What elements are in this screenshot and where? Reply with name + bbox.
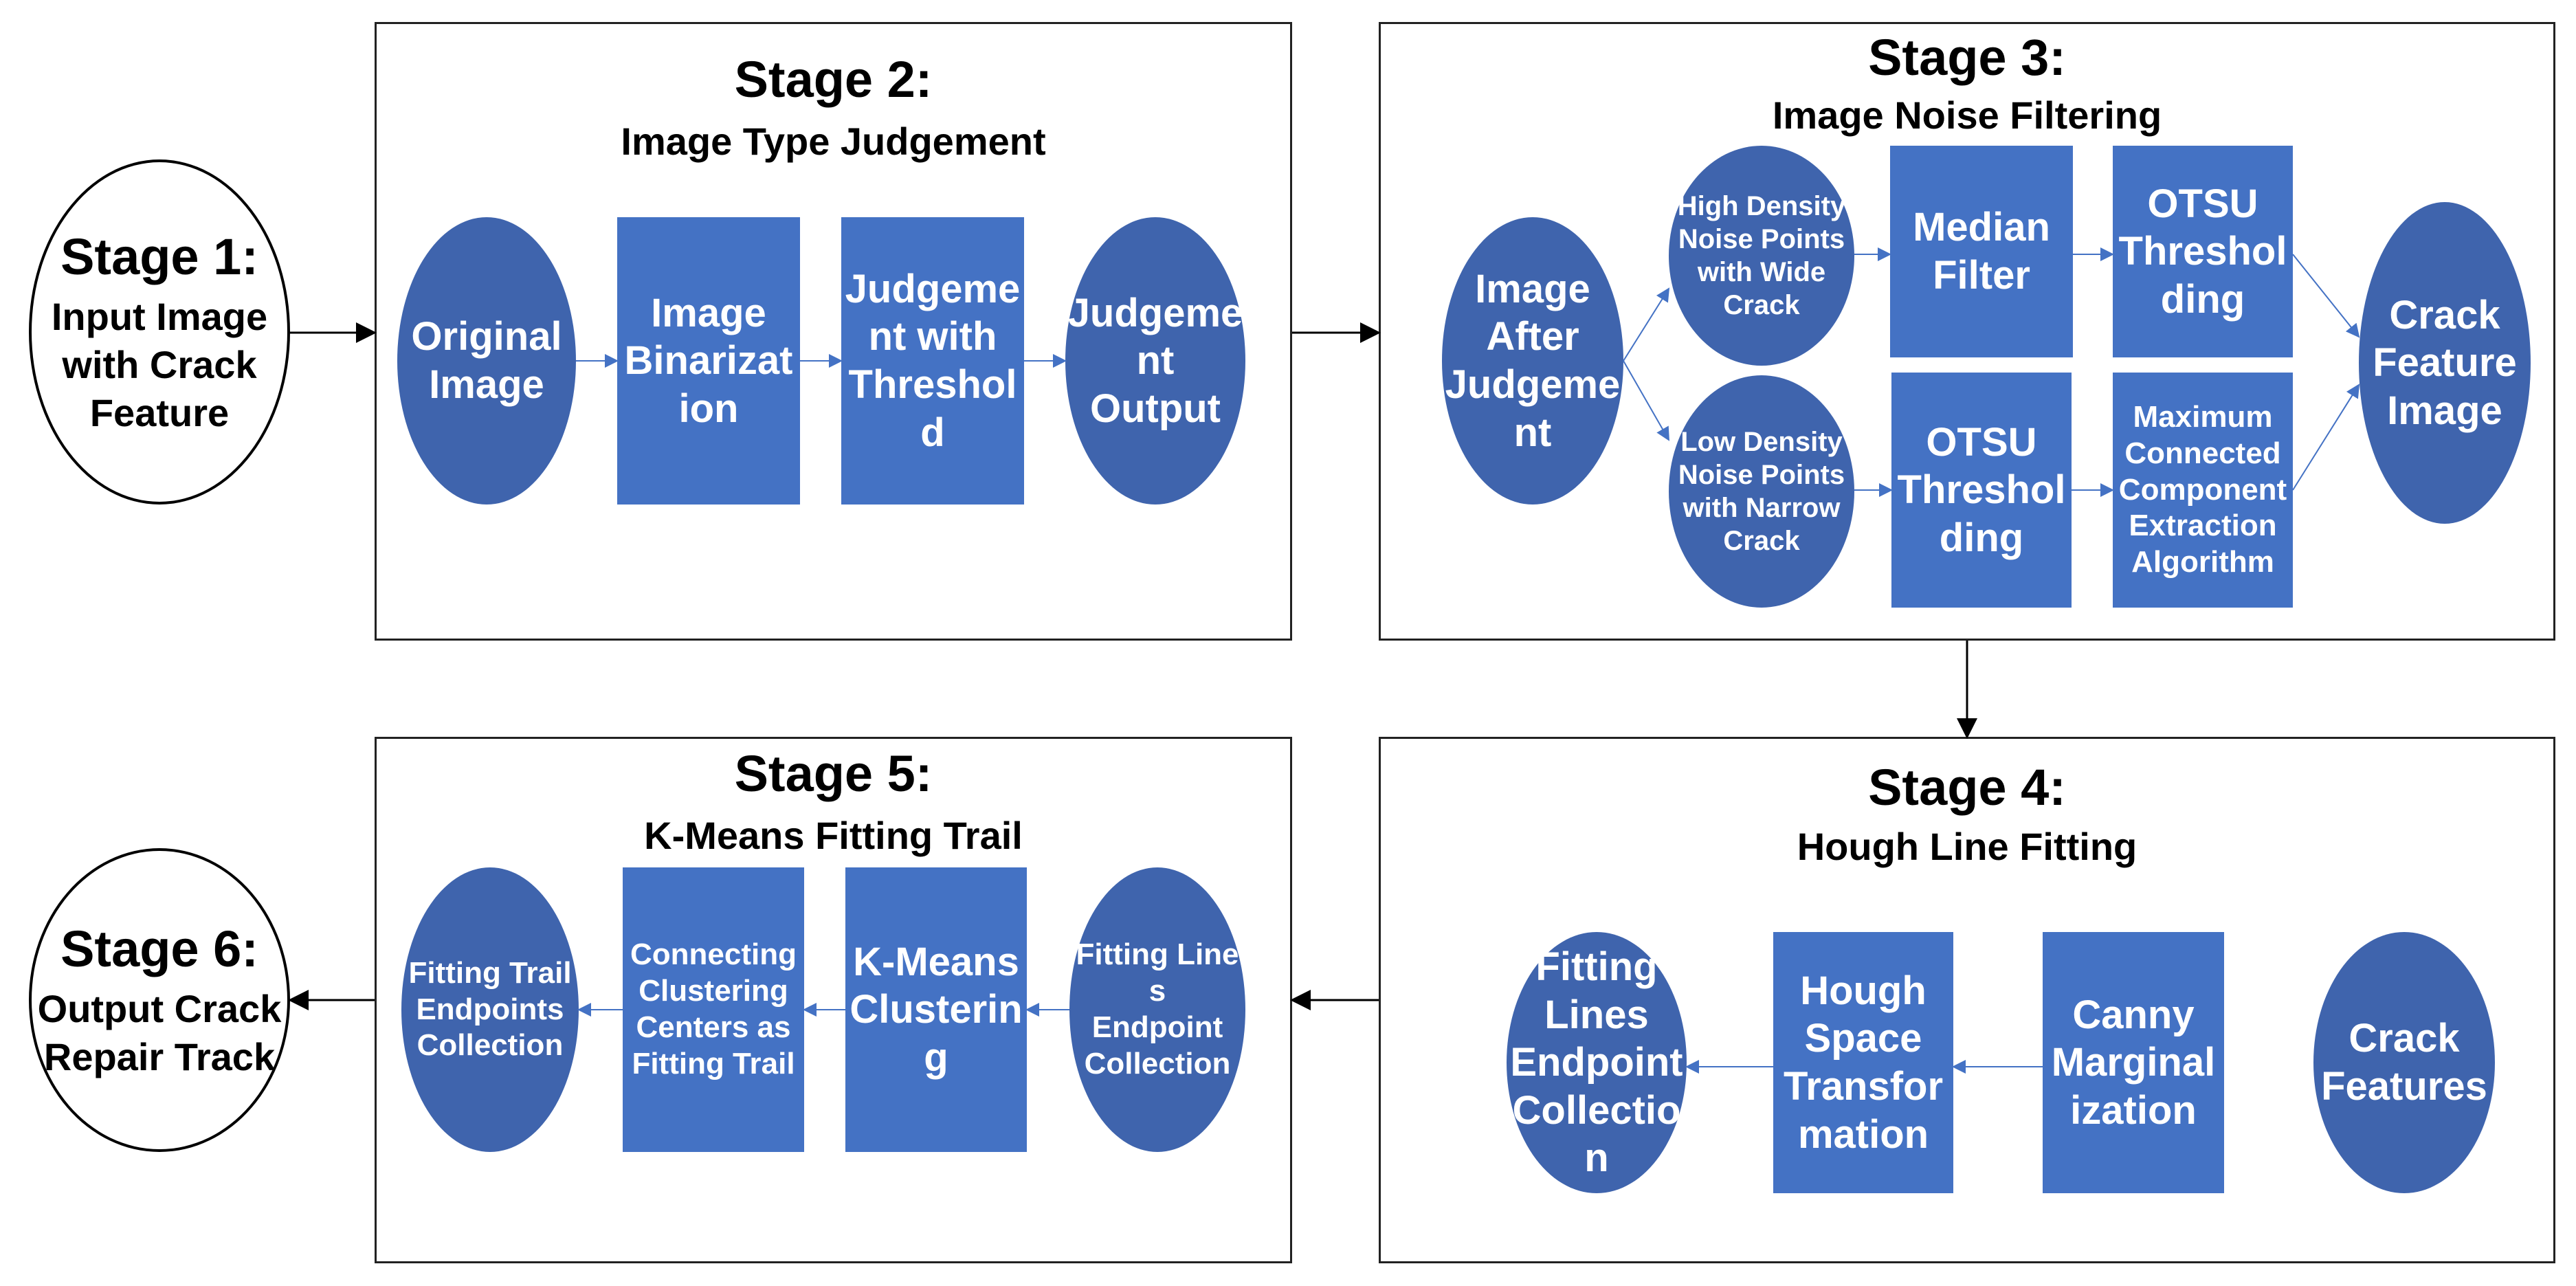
stage6-subtitle: Output Crack Repair Track bbox=[37, 986, 282, 1078]
arrow-after-to-high bbox=[1623, 287, 1670, 362]
stage2-title: Stage 2: bbox=[734, 51, 933, 108]
arrow-after-to-low bbox=[1623, 360, 1669, 441]
image-binarization-node: Image Binarizat ion bbox=[617, 217, 800, 505]
connecting-centers-node: Connecting Clustering Centers as Fitting… bbox=[623, 867, 804, 1152]
otsu-top-node: OTSU Threshol ding bbox=[2113, 146, 2293, 357]
stage1-subtitle: Input Image with Crack Feature bbox=[51, 294, 268, 434]
arrow-maxcc-to-crack-image bbox=[2292, 384, 2360, 491]
stage3-title: Stage 3: bbox=[1868, 29, 2066, 86]
median-filter-node: Median Filter bbox=[1890, 146, 2073, 357]
stage4-title: Stage 4: bbox=[1868, 759, 2066, 816]
stage5-endpoint-collection-node: Fitting Lines Endpoint Collection bbox=[1069, 867, 1245, 1152]
judgement-threshold-node: Judgeme nt with Threshol d bbox=[841, 217, 1024, 505]
original-image-node: Original Image bbox=[397, 217, 576, 505]
stage4-subtitle: Hough Line Fitting bbox=[1797, 825, 2138, 868]
stage3-subtitle: Image Noise Filtering bbox=[1772, 93, 2162, 137]
kmeans-clustering-node: K-Means Clusterin g bbox=[845, 867, 1027, 1152]
max-connected-component-node: Maximum Connected Component Extraction A… bbox=[2113, 373, 2293, 608]
fitting-trail-endpoints-node: Fitting Trail Endpoints Collection bbox=[401, 867, 579, 1152]
stage1-terminal: Stage 1: Input Image with Crack Feature bbox=[29, 159, 290, 505]
stage4-endpoint-collection-node: Fitting Lines Endpoint Collectio n bbox=[1507, 932, 1687, 1193]
image-after-judgement-node: Image After Judgeme nt bbox=[1442, 217, 1623, 505]
otsu-bottom-node: OTSU Threshol ding bbox=[1891, 373, 2072, 608]
crack-features-node: Crack Features bbox=[2313, 932, 2495, 1193]
hough-transformation-node: Hough Space Transfor mation bbox=[1773, 932, 1953, 1193]
stage6-terminal: Stage 6: Output Crack Repair Track bbox=[29, 848, 290, 1152]
stage1-title: Stage 1: bbox=[60, 228, 258, 285]
low-density-node: Low Density Noise Points with Narrow Cra… bbox=[1669, 375, 1854, 608]
stage5-subtitle: K-Means Fitting Trail bbox=[644, 814, 1023, 857]
crack-feature-image-node: Crack Feature Image bbox=[2359, 202, 2531, 524]
stage6-title: Stage 6: bbox=[60, 920, 258, 977]
judgement-output-node: Judgeme nt Output bbox=[1065, 217, 1245, 505]
high-density-node: High Density Noise Points with Wide Crac… bbox=[1669, 146, 1854, 366]
stage5-title: Stage 5: bbox=[734, 745, 933, 802]
arrow-otsu-to-crack-image bbox=[2292, 254, 2360, 338]
canny-marginalization-node: Canny Marginal ization bbox=[2043, 932, 2224, 1193]
stage2-subtitle: Image Type Judgement bbox=[621, 120, 1046, 163]
